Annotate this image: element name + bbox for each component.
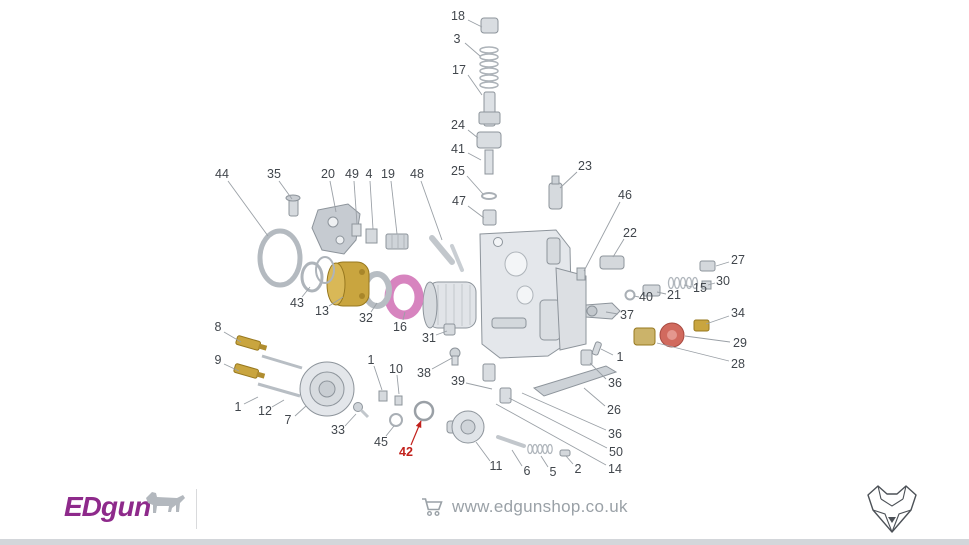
leader-line-21 (656, 291, 667, 295)
leader-line-29 (684, 335, 731, 343)
leader-line-49 (353, 180, 358, 225)
leader-line-10 (396, 374, 400, 395)
leader-line-42 (410, 420, 422, 446)
leader-line-14 (495, 403, 607, 466)
left-cluster-illustration (233, 335, 435, 427)
bottom-edge-strip (0, 539, 969, 545)
leader-line-37 (605, 311, 619, 315)
leader-line-13 (328, 296, 344, 307)
leader-line-12 (271, 399, 285, 408)
leader-line-3 (464, 42, 481, 57)
leader-line-46 (583, 201, 621, 272)
leader-line-45 (385, 425, 395, 437)
leader-line-35 (278, 180, 293, 200)
hammer-assembly-illustration (476, 17, 502, 226)
leader-line-11 (475, 441, 491, 462)
diagram-shapes (233, 17, 716, 457)
gold-drum-illustration (326, 261, 370, 307)
leader-line-8 (223, 331, 242, 343)
leader-line-4 (369, 180, 374, 230)
leader-line-27 (715, 261, 730, 267)
leader-line-20 (329, 180, 337, 213)
dog-silhouette-icon (140, 488, 190, 529)
leader-line-39 (465, 382, 493, 390)
leader-line-36b (521, 392, 607, 431)
leader-line-40 (633, 295, 640, 298)
leader-line-41 (467, 152, 482, 161)
leader-line-50 (508, 397, 608, 449)
shopping-cart-icon (422, 498, 443, 516)
leader-line-24 (467, 129, 479, 139)
o-rings-illustration (257, 228, 335, 293)
bracket-group-illustration (285, 194, 464, 272)
leader-line-23 (559, 171, 578, 189)
leader-line-31 (435, 330, 448, 336)
leader-line-9 (223, 363, 240, 372)
leader-line-26 (583, 387, 606, 407)
leader-line-2 (565, 455, 574, 465)
leader-line-36a (589, 362, 607, 380)
leader-line-38 (431, 357, 453, 370)
leader-line-22 (612, 238, 625, 258)
leader-line-6 (511, 449, 523, 467)
bolt-assembly-illustration (443, 323, 571, 457)
leader-line-48 (420, 180, 443, 241)
right-fittings-illustration (482, 175, 716, 404)
leader-line-16 (402, 311, 406, 321)
brand-logo-ed: ED (64, 491, 102, 522)
leader-line-1a (243, 396, 259, 405)
leader-line-43 (301, 286, 311, 298)
leader-line-17 (467, 74, 483, 96)
leader-line-28 (656, 342, 730, 362)
footer-divider (196, 489, 197, 529)
leader-line-44 (227, 180, 269, 237)
fox-emblem-icon (860, 479, 920, 540)
leader-line-7 (294, 405, 307, 417)
shop-url-row[interactable]: www.edgunshop.co.uk (421, 497, 628, 517)
leader-line-32 (370, 302, 378, 313)
leader-line-33 (344, 413, 357, 427)
brand-logo[interactable]: EDgun (64, 492, 151, 522)
leader-line-1c (373, 365, 383, 391)
leader-line-34 (705, 315, 730, 325)
brand-logo-gun: gun (100, 491, 151, 522)
pink-ring-illustration (384, 274, 424, 320)
leader-line-18 (467, 19, 483, 28)
leader-line-15 (683, 284, 693, 288)
receiver-body-illustration (479, 229, 587, 359)
shop-url-text[interactable]: www.edgunshop.co.uk (452, 497, 628, 516)
leader-line-5 (540, 455, 549, 468)
leader-line-30 (707, 282, 716, 286)
leader-line-19 (390, 180, 398, 235)
clamp-sleeve-illustration (422, 281, 477, 329)
leader-lines (223, 19, 731, 468)
leader-line-25 (466, 175, 484, 195)
leader-line-47 (467, 205, 485, 219)
leader-line-1b (600, 348, 614, 356)
